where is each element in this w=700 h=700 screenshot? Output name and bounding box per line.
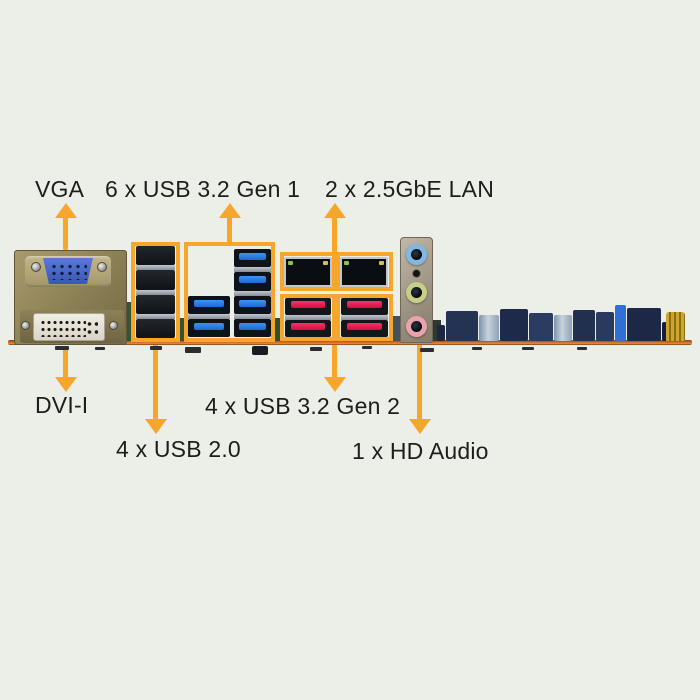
lan-highlight-box-left: [280, 252, 336, 291]
usb32-gen2-label: 4 x USB 3.2 Gen 2: [205, 393, 401, 419]
usb32-gen2-stack-left: [285, 298, 331, 337]
audio-jack-hole: [412, 269, 421, 278]
lan-led-green: [344, 261, 349, 265]
usb3-port: [234, 295, 271, 314]
usb32-gen1-highlight-box: [184, 242, 275, 342]
dvi-port: [33, 313, 105, 341]
dvi-analog-pins: [85, 319, 98, 335]
gold-component: [666, 312, 685, 341]
usb32-gen2-highlight-box-right: [336, 294, 393, 341]
lan-led-amber: [323, 261, 328, 265]
usb20-label: 4 x USB 2.0: [116, 436, 241, 462]
lan-label: 2 x 2.5GbE LAN: [325, 176, 494, 202]
hd-audio-label: 1 x HD Audio: [352, 438, 489, 464]
dvi-label: DVI-I: [35, 392, 89, 418]
vga-label: VGA: [35, 176, 85, 202]
usb-gen2-port: [341, 298, 388, 315]
dvi-screw-right: [109, 321, 118, 330]
lan-port-1: [284, 257, 332, 287]
usb3-port: [234, 318, 271, 337]
lan-highlight-box-right: [336, 252, 393, 291]
usb20-port: [136, 318, 175, 338]
usb-gen2-port: [285, 320, 331, 337]
audio-jack-line-in: [406, 244, 427, 265]
vga-screw-left: [31, 262, 41, 272]
usb20-port: [136, 294, 175, 314]
blue-header: [615, 305, 626, 341]
usb20-port-stack: [136, 246, 175, 338]
usb3-port: [188, 296, 230, 314]
lan-led-green: [288, 261, 293, 265]
usb-gen2-port: [285, 298, 331, 315]
audio-bracket: [400, 237, 433, 343]
usb32-gen1-label: 6 x USB 3.2 Gen 1: [105, 176, 301, 202]
usb-gen2-port: [341, 320, 388, 337]
audio-jack-mic: [406, 316, 427, 337]
vga-port: [43, 258, 93, 284]
usb32-gen1-stack-left: [188, 296, 230, 337]
usb3-port: [188, 319, 230, 337]
lan-port-2: [340, 257, 388, 287]
usb20-port: [136, 246, 175, 266]
vga-dvi-bracket: [14, 250, 127, 345]
dvi-screw-left: [21, 321, 30, 330]
vga-screw-right: [97, 262, 107, 272]
audio-jack-line-out: [406, 282, 427, 303]
usb32-gen2-highlight-box-left: [280, 294, 336, 341]
usb3-port: [234, 249, 271, 268]
lan-led-amber: [379, 261, 384, 265]
pcb-edge: [8, 340, 692, 345]
usb20-highlight-box: [131, 242, 180, 342]
dvi-pins: [39, 318, 86, 337]
usb20-port: [136, 270, 175, 290]
vga-pins: [49, 262, 87, 280]
usb32-gen1-stack-right: [234, 249, 271, 337]
usb3-port: [234, 272, 271, 291]
usb32-gen2-stack-right: [341, 298, 388, 337]
